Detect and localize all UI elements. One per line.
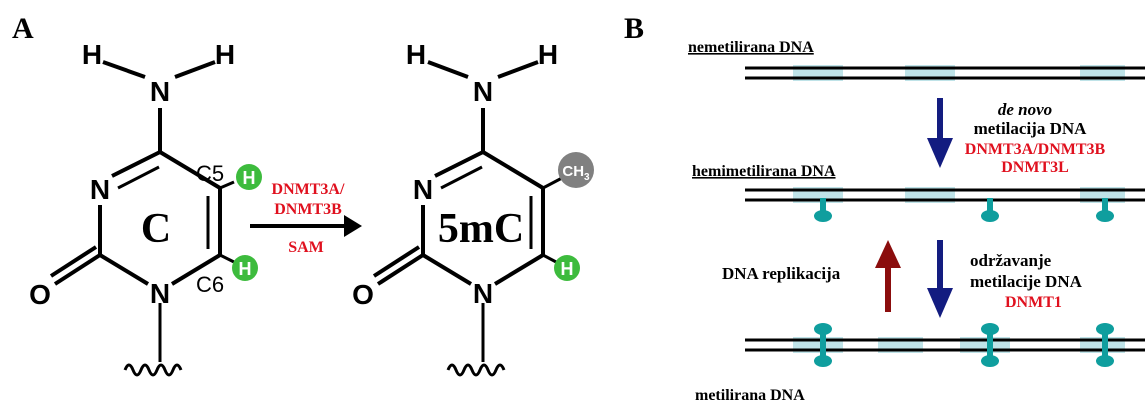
de-novo-enzymes-line2: DNMT3L	[1001, 159, 1069, 176]
hydrogen-c5-badge: H	[236, 164, 262, 190]
methylated-dna-label: metilirana DNA	[695, 387, 805, 404]
cytosine-c6-label: C6	[196, 272, 224, 297]
reaction-cofactor: SAM	[288, 239, 324, 256]
maintenance-enzyme: DNMT1	[1005, 294, 1062, 311]
unmethylated-dna-strand	[745, 65, 1145, 81]
cytosine-amino-h-left: H	[82, 39, 102, 70]
cytosine-ring-n3: N	[90, 174, 110, 205]
methylcytosine-amino-h-right: H	[538, 39, 558, 70]
hydrogen-c6-badge-5mc: H	[554, 255, 580, 281]
cytosine-structure: H H N N N O C5 C6 C H H	[29, 39, 262, 377]
cytosine-name: C	[141, 206, 171, 252]
de-novo-label: de novo	[998, 100, 1052, 119]
methyl-sub-text: 3	[584, 172, 590, 183]
methylcytosine-structure: H H N N N O 5mC CH3 H	[352, 39, 594, 377]
svg-text:H: H	[561, 259, 574, 279]
methyl-group-badge: CH3	[558, 152, 594, 188]
reaction-arrow: DNMT3A/ DNMT3B SAM	[250, 181, 362, 256]
hydrogen-c6-badge: H	[232, 255, 258, 281]
replication-label: DNA replikacija	[722, 264, 841, 283]
methylcytosine-ring-n1: N	[473, 278, 493, 309]
methylcytosine-amino-h-left: H	[406, 39, 426, 70]
methyl-base-text: CH	[562, 163, 584, 180]
cytosine-amino-h-right: H	[215, 39, 235, 70]
maintenance-arrow	[927, 240, 953, 318]
replication-arrow	[875, 240, 901, 312]
hemimethylated-dna-label: hemimetilirana DNA	[692, 163, 836, 180]
methylcytosine-amino-n: N	[473, 76, 493, 107]
reaction-enzyme-line1: DNMT3A/	[272, 181, 345, 198]
panel-a-label: A	[12, 12, 34, 45]
de-novo-methylation-label: metilacija DNA	[974, 119, 1088, 138]
maintenance-label-line1: održavanje	[970, 251, 1052, 270]
svg-text:CH3: CH3	[562, 163, 590, 183]
unmethylated-dna-label: nemetilirana DNA	[688, 39, 814, 56]
hemimethylated-dna-strand	[745, 187, 1145, 222]
cytosine-c5-label: C5	[196, 161, 224, 186]
panel-b-label: B	[624, 12, 644, 45]
svg-text:H: H	[243, 168, 256, 188]
de-novo-arrow	[927, 98, 953, 168]
cytosine-ring-n1: N	[150, 278, 170, 309]
methylcytosine-name: 5mC	[438, 206, 524, 252]
methylated-dna-strand	[745, 323, 1145, 367]
de-novo-enzymes-line1: DNMT3A/DNMT3B	[965, 141, 1106, 158]
maintenance-label-line2: metilacije DNA	[970, 272, 1083, 291]
svg-text:H: H	[239, 259, 252, 279]
reaction-enzyme-line2: DNMT3B	[274, 201, 342, 218]
cytosine-amino-n: N	[150, 76, 170, 107]
methylcytosine-ring-n3: N	[413, 174, 433, 205]
methylcytosine-carbonyl-o: O	[352, 279, 374, 310]
cytosine-carbonyl-o: O	[29, 279, 51, 310]
